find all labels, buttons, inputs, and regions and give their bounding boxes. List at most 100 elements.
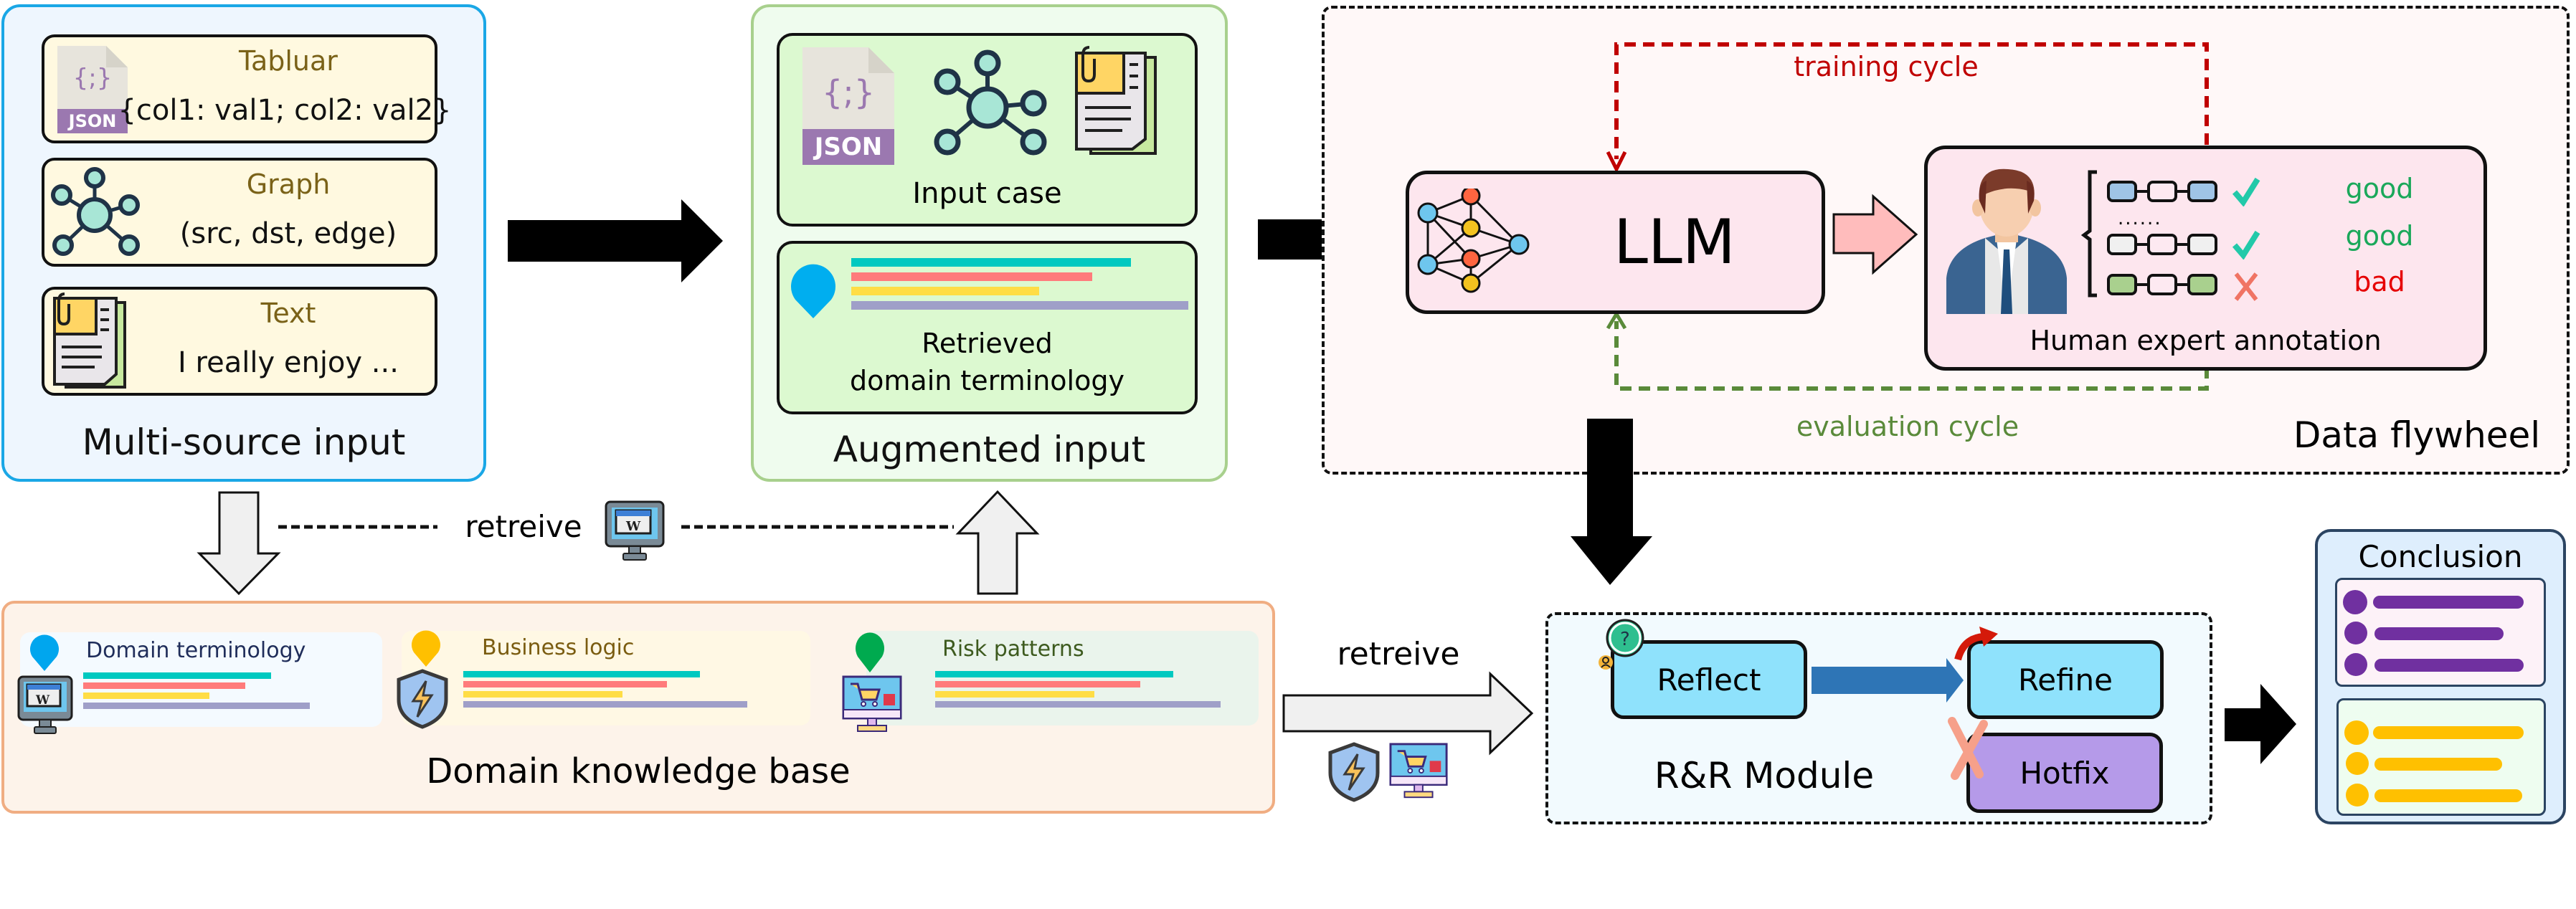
check-icon — [2232, 177, 2260, 206]
knowledge-base-title: Domain knowledge base — [426, 751, 851, 791]
arrow-to-annotation — [1832, 194, 1918, 275]
reflect-box: Reflect — [1611, 640, 1807, 719]
json-glyph: {;} — [821, 73, 876, 112]
text-bar — [935, 701, 1221, 708]
svg-text:?: ? — [1620, 629, 1630, 650]
text-bar — [83, 682, 245, 689]
conclusion-section-yellow — [2336, 698, 2546, 816]
llm-label: LLM — [1613, 206, 1736, 278]
text-bar — [851, 258, 1131, 267]
bullet-dot — [2344, 720, 2369, 745]
json-badge: JSON — [814, 133, 883, 161]
retrieve-label-bottom: retreive — [1337, 635, 1460, 672]
text-bar — [935, 671, 1173, 677]
kb-card-business-logic: Business logic — [402, 631, 810, 725]
text-bar — [851, 287, 1039, 295]
source-value: I really enjoy ... — [178, 346, 399, 379]
arrow-reflect-to-refine — [1812, 658, 1964, 703]
retrieved-label-line2: domain terminology — [850, 365, 1124, 396]
verdict-bad: bad — [2354, 266, 2405, 298]
cross-icon — [2234, 272, 2258, 301]
training-cycle-label: training cycle — [1794, 51, 1979, 82]
svg-text:W: W — [625, 519, 641, 534]
text-bar — [935, 681, 1140, 687]
source-card-graph: Graph (src, dst, edge) — [42, 158, 437, 267]
bullet-line — [2374, 659, 2524, 672]
refine-label: Refine — [2017, 662, 2113, 698]
source-card-tabular: {;} JSON Tabluar {col1: val1; col2: val2… — [42, 34, 452, 143]
shopping-monitor-icon — [1388, 743, 1450, 803]
json-file-icon: {;} JSON — [57, 46, 128, 133]
text-bar — [463, 701, 747, 708]
text-bar — [851, 272, 1092, 281]
user-badge-icon — [1599, 655, 1613, 670]
question-bubble-icon: ? — [1604, 618, 1645, 660]
arrow-down-to-kb — [196, 491, 281, 596]
retrieved-terminology-card: Retrieved domain terminology — [777, 241, 1198, 414]
source-card-text: Text I really enjoy ... — [42, 287, 437, 396]
evaluation-cycle-label: evaluation cycle — [1796, 411, 2019, 442]
input-case-card: {;} JSON — [777, 33, 1198, 227]
check-icon — [2232, 230, 2260, 260]
kb-card-title: Domain terminology — [86, 638, 306, 663]
refine-box: Refine — [1967, 640, 2164, 719]
neural-network-icon — [1415, 186, 1537, 296]
source-title: Graph — [246, 168, 331, 200]
evaluation-cycle-loop — [1606, 310, 2209, 391]
arrow-up-to-augmented — [955, 490, 1040, 595]
source-value: {col1: val1; col2: val2} — [118, 94, 452, 127]
reflect-label: Reflect — [1657, 662, 1761, 698]
annotation-label: Human expert annotation — [2030, 325, 2382, 356]
location-pin-icon — [791, 264, 835, 318]
json-file-icon: {;} JSON — [802, 47, 894, 165]
bullet-line — [2374, 789, 2522, 802]
text-bar — [83, 703, 310, 709]
conclusion-title: Conclusion — [2358, 538, 2523, 574]
bullet-line — [2374, 758, 2502, 771]
training-cycle-loop — [1606, 42, 2209, 173]
arrow-to-conclusion — [2225, 684, 2296, 764]
conclusion-panel: Conclusion — [2315, 529, 2566, 824]
bullet-line — [2373, 596, 2524, 609]
json-badge: JSON — [68, 111, 117, 131]
text-bar — [463, 681, 667, 687]
augmented-input-title: Augmented input — [833, 429, 1146, 470]
wrench-icon — [1948, 717, 1988, 780]
bullet-dot — [2344, 653, 2367, 676]
location-pin-icon — [856, 632, 884, 672]
wiki-monitor-icon: W — [17, 675, 73, 736]
text-bar — [935, 691, 1094, 698]
multi-source-title: Multi-source input — [82, 422, 406, 463]
ellipsis: ...... — [2118, 208, 2162, 229]
graph-network-icon — [930, 43, 1049, 162]
kb-card-title: Business logic — [482, 635, 635, 660]
human-expert-avatar — [1942, 163, 2071, 314]
text-bar — [463, 671, 700, 677]
bullet-dot — [2343, 590, 2367, 614]
document-icon — [52, 290, 131, 391]
source-title: Text — [260, 298, 316, 329]
shield-lightning-icon — [396, 668, 449, 730]
arrow-to-rr — [1282, 671, 1534, 756]
retrieved-label-line1: Retrieved — [922, 328, 1053, 359]
bullet-dot — [2346, 784, 2369, 806]
verdict-good: good — [2345, 173, 2414, 204]
arrow-to-augmented — [508, 199, 723, 282]
bullet-line — [2373, 726, 2524, 739]
bracket-icon — [2080, 170, 2097, 298]
bullet-dot — [2346, 752, 2369, 775]
bullet-dot — [2344, 622, 2367, 644]
arrow-to-rr-module — [1571, 419, 1652, 585]
wiki-monitor-icon: W — [605, 500, 665, 562]
data-flywheel-title: Data flywheel — [2293, 414, 2541, 456]
sample-chain — [2107, 181, 2217, 202]
verdict-good: good — [2345, 220, 2414, 252]
llm-box: LLM — [1406, 171, 1825, 314]
bullet-line — [2374, 627, 2504, 640]
curved-arrow-icon — [1954, 627, 1998, 661]
input-case-label: Input case — [912, 177, 1062, 210]
text-bar — [83, 693, 209, 699]
json-glyph: {;} — [72, 64, 113, 92]
text-bar — [851, 301, 1188, 310]
hotfix-box: Hotfix — [1966, 733, 2163, 813]
